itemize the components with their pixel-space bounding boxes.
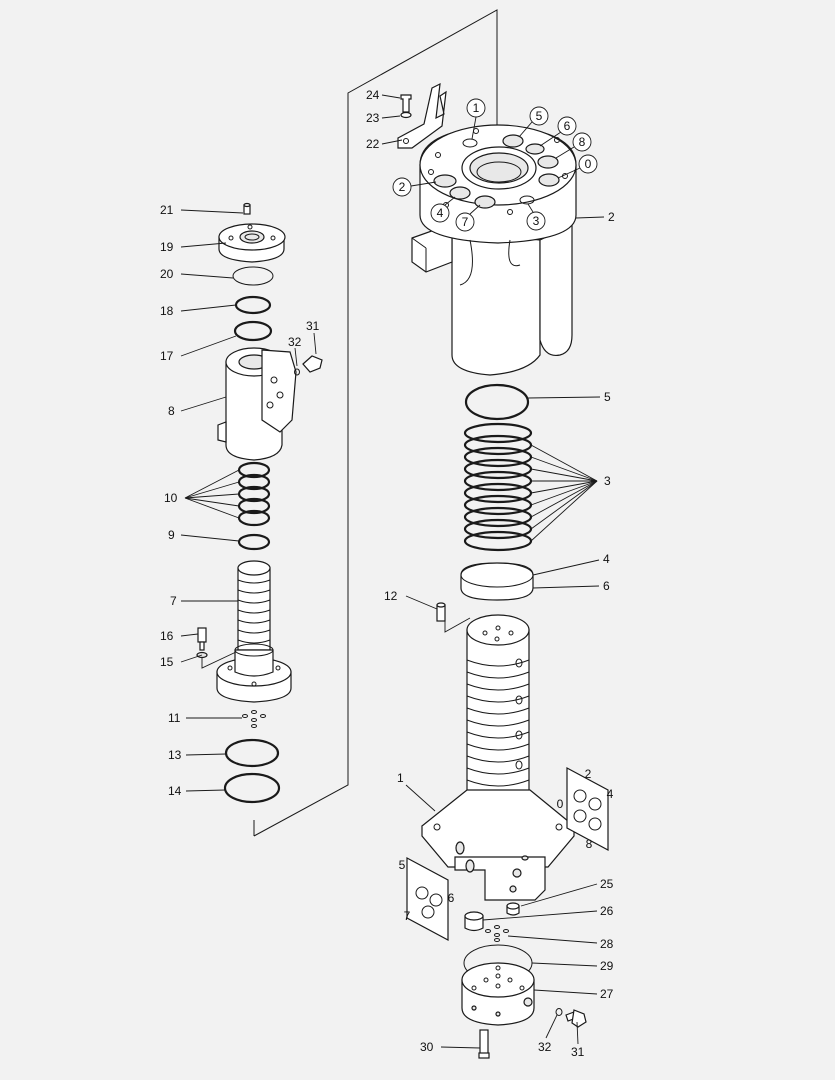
port-label: 1 xyxy=(473,101,480,115)
callout-32: 32 xyxy=(538,1040,552,1054)
callout-5: 5 xyxy=(604,390,611,404)
callout-6: 6 xyxy=(603,579,610,593)
callout-13: 13 xyxy=(168,748,182,762)
callout-7: 7 xyxy=(170,594,177,608)
callout-4: 4 xyxy=(603,552,610,566)
callout-28: 28 xyxy=(600,937,614,951)
bolt-21 xyxy=(243,202,251,215)
ring-20 xyxy=(232,266,274,286)
small-o-rings-28 xyxy=(485,925,509,942)
plug-31-left xyxy=(294,355,323,376)
callout-26: 26 xyxy=(600,904,614,918)
callout-10: 10 xyxy=(164,491,178,505)
port-plate-right: 2 4 0 8 xyxy=(557,766,614,852)
assembly-frame-line xyxy=(253,9,498,837)
callout-2: 2 xyxy=(608,210,615,224)
port-plate-left: 5 6 7 xyxy=(399,856,455,942)
port-label: 6 xyxy=(564,119,571,133)
callout-15: 15 xyxy=(160,655,174,669)
end-cover xyxy=(461,962,535,1026)
bolt-30 xyxy=(478,1029,490,1059)
ring-13 xyxy=(224,738,280,768)
callout-11: 11 xyxy=(168,711,181,725)
port-label: 8 xyxy=(579,135,586,149)
port-label: 8 xyxy=(586,837,593,851)
callout-numbers: 24 23 22 2 5 3 4 6 12 1 25 26 28 29 27 3… xyxy=(160,88,615,1059)
port-label: 2 xyxy=(585,767,592,781)
callout-3: 3 xyxy=(604,474,611,488)
backup-bands xyxy=(460,562,534,601)
callout-1: 1 xyxy=(397,771,404,785)
body-housing xyxy=(411,124,577,376)
port-label: 4 xyxy=(607,787,614,801)
callout-24: 24 xyxy=(366,88,380,102)
callout-31-left: 31 xyxy=(306,319,320,333)
ring-18 xyxy=(234,295,272,315)
rotor-base-flange xyxy=(421,789,575,901)
callout-19: 19 xyxy=(160,240,174,254)
callout-32-left: 32 xyxy=(288,335,302,349)
callout-16: 16 xyxy=(160,629,174,643)
port-label: 7 xyxy=(462,215,469,229)
housing-8 xyxy=(217,347,297,461)
callout-8: 8 xyxy=(168,404,175,418)
callout-18: 18 xyxy=(160,304,174,318)
seal-rings-10 xyxy=(237,461,271,527)
callout-31: 31 xyxy=(571,1045,585,1059)
ring-17 xyxy=(233,320,273,342)
small-o-rings-11 xyxy=(242,710,266,728)
top-port-labels: 1 5 6 8 0 2 4 7 3 xyxy=(392,98,598,232)
port-label: 2 xyxy=(399,180,406,194)
cap-19 xyxy=(218,223,286,263)
ring-9 xyxy=(237,533,271,551)
seal-ring-stack xyxy=(463,422,533,552)
plug-26 xyxy=(464,911,484,932)
callout-22: 22 xyxy=(366,137,380,151)
bolt-16 xyxy=(196,627,208,659)
lock-plate-bracket xyxy=(397,82,447,149)
port-label: 5 xyxy=(399,858,406,872)
leader-lines xyxy=(180,94,605,1049)
callout-9: 9 xyxy=(168,528,175,542)
ring-14 xyxy=(223,772,281,804)
callout-20: 20 xyxy=(160,267,174,281)
callout-21: 21 xyxy=(160,203,174,217)
port-label: 5 xyxy=(536,109,543,123)
pin-12 xyxy=(436,602,446,622)
port-label: 7 xyxy=(404,909,411,923)
callout-17: 17 xyxy=(160,349,174,363)
callout-14: 14 xyxy=(168,784,182,798)
rotor-7 xyxy=(216,560,292,703)
rotor-spindle xyxy=(466,614,530,799)
port-label: 0 xyxy=(557,797,564,811)
port-label: 0 xyxy=(585,157,592,171)
plug-25 xyxy=(506,902,520,916)
callout-25: 25 xyxy=(600,877,614,891)
callout-27: 27 xyxy=(600,987,614,1001)
callout-12: 12 xyxy=(384,589,398,603)
port-label: 3 xyxy=(533,214,540,228)
port-label: 6 xyxy=(448,891,455,905)
o-ring-5 xyxy=(464,383,530,421)
callout-30: 30 xyxy=(420,1040,434,1054)
callout-23: 23 xyxy=(366,111,380,125)
port-label: 4 xyxy=(437,206,444,220)
callout-29: 29 xyxy=(600,959,614,973)
plug-31-bottom xyxy=(555,1008,587,1028)
